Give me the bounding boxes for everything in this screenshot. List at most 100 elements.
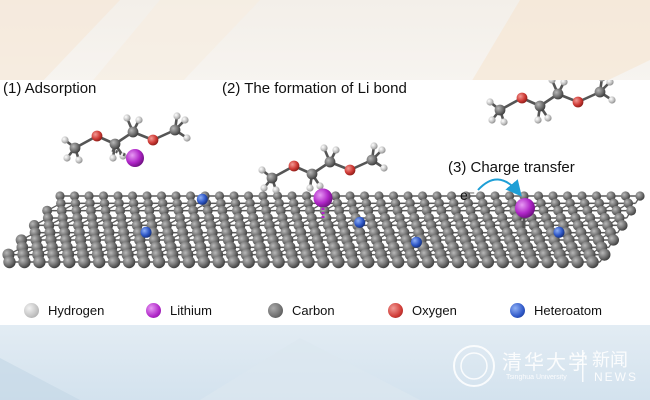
carbon-atom — [494, 104, 506, 116]
carbon-atom — [152, 255, 166, 269]
hydrogen-atom — [320, 144, 328, 152]
carbon-atom — [347, 198, 357, 209]
hydrogen-atom — [306, 184, 314, 192]
legend-label: Lithium — [170, 303, 212, 318]
carbon-atom — [377, 255, 390, 269]
carbon-atom — [541, 255, 554, 269]
carbon-atom — [157, 198, 168, 209]
carbon-atom — [347, 255, 360, 269]
carbon-atom — [33, 255, 46, 269]
carbon-atom — [594, 86, 606, 98]
carbon-atom — [361, 198, 372, 209]
carbon-atom — [227, 255, 240, 269]
carbon-atom — [534, 100, 546, 112]
oxygen-swatch-icon — [388, 303, 403, 318]
carbon-atom — [70, 198, 81, 209]
electron-label: e⁻ — [460, 187, 476, 203]
carbon-atom — [374, 191, 384, 201]
charge-transfer-arrow — [477, 178, 522, 197]
bottom-decoration — [0, 338, 420, 400]
top-background-banner — [0, 0, 650, 84]
carbon-atom — [48, 255, 61, 269]
carbon-atom — [330, 191, 341, 201]
carbon-atom — [127, 191, 138, 201]
carbon-atom — [620, 191, 631, 201]
carbon-atom — [446, 191, 457, 201]
carbon-atom — [107, 255, 121, 269]
carbon-atom — [229, 191, 239, 201]
carbon-atom — [607, 234, 619, 246]
carbon-atom — [461, 191, 471, 201]
hydrogen-atom — [606, 78, 614, 86]
hydrogen-atom — [378, 146, 386, 154]
carbon-atom — [182, 255, 196, 269]
heteroatom-atom — [196, 193, 208, 205]
figure-panel: (1) Adsorption (2) The formation of Li b… — [0, 74, 650, 325]
carbon-atom — [598, 248, 611, 261]
watermark-news-en: NEWS — [594, 370, 638, 384]
carbon-atom — [608, 198, 619, 209]
carbon-atom — [556, 255, 569, 269]
hydrogen-atom — [488, 116, 496, 124]
carbon-atom — [388, 191, 399, 201]
carbon-atom — [594, 198, 604, 209]
carbon-atom — [362, 255, 375, 269]
heteroatom-swatch-icon — [510, 303, 525, 318]
carbon-atom — [577, 191, 587, 201]
carbon-atom — [242, 255, 255, 269]
hydrogen-atom — [272, 186, 280, 194]
carbon-atom — [301, 191, 312, 201]
carbon-atom — [212, 255, 225, 269]
carbon-atom — [63, 255, 76, 269]
carbon-atom — [113, 191, 123, 201]
heteroatom-atom — [553, 226, 565, 238]
watermark-name-cn: 清华大学 — [502, 350, 590, 374]
legend-label: Carbon — [292, 303, 335, 318]
carbon-atom — [496, 255, 510, 269]
carbon-atom — [526, 255, 539, 269]
dme-molecules — [61, 74, 616, 228]
legend-label: Heteroatom — [534, 303, 602, 318]
carbon-atom — [421, 255, 435, 269]
carbon-swatch-icon — [268, 303, 283, 318]
carbon-atom — [216, 198, 226, 209]
graphene-scene — [2, 74, 645, 269]
hydrogen-swatch-icon — [24, 303, 39, 318]
hydrogen-atom — [75, 156, 83, 164]
carbon-atom — [185, 191, 196, 201]
carbon-atom — [406, 255, 420, 269]
carbon-atom — [92, 255, 106, 269]
carbon-atom — [623, 198, 634, 209]
step1-label: (1) Adsorption — [3, 80, 97, 97]
carbon-atom — [243, 191, 254, 201]
carbon-atom — [197, 255, 211, 269]
carbon-atom — [187, 198, 197, 209]
hydrogen-atom — [370, 142, 378, 150]
carbon-atom — [451, 255, 465, 269]
carbon-atom — [466, 255, 480, 269]
university-seal-icon — [453, 345, 584, 387]
carbon-atom — [84, 191, 94, 201]
carbon-atom — [114, 198, 124, 209]
oxygen-atom — [516, 92, 528, 104]
hydrogen-atom — [544, 114, 552, 122]
hydrogen-atom — [63, 154, 71, 162]
heteroatom-atom — [410, 236, 422, 248]
carbon-atom — [171, 191, 181, 201]
carbon-atom — [606, 191, 616, 201]
carbon-atom — [257, 255, 270, 269]
carbon-atom — [306, 168, 318, 180]
carbon-atom — [332, 198, 343, 209]
carbon-atom — [391, 255, 405, 269]
oxygen-atom — [147, 134, 159, 146]
carbon-atom — [127, 126, 139, 138]
carbon-atom — [85, 198, 95, 209]
carbon-atom — [403, 191, 413, 201]
carbon-atom — [317, 255, 330, 269]
carbon-atom — [167, 255, 181, 269]
carbon-atom — [128, 198, 139, 209]
carbon-atom — [143, 198, 153, 209]
carbon-atom — [266, 172, 278, 184]
carbon-atom — [142, 191, 152, 201]
lithium-charge-transfer — [515, 198, 535, 228]
